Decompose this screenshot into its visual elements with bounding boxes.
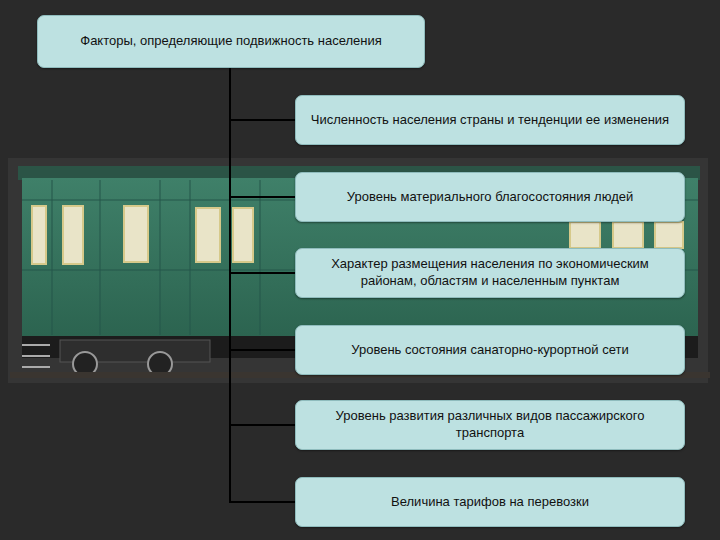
factor-box: Уровень материального благосостояния люд…	[295, 172, 685, 222]
tree-connector	[230, 68, 295, 273]
box-text: Уровень развития различных видов пассажи…	[304, 408, 676, 442]
factor-box: Величина тарифов на перевозки	[295, 477, 685, 527]
box-text: Факторы, определяющие подвижность населе…	[80, 33, 381, 50]
tree-connector	[230, 68, 295, 502]
box-text: Численность населения страны и тенденции…	[311, 112, 669, 129]
factor-box: Уровень состояния санаторно-курортной се…	[295, 325, 685, 375]
tree-connector	[230, 68, 295, 425]
root-box: Факторы, определяющие подвижность населе…	[37, 15, 425, 68]
tree-connector	[230, 68, 295, 350]
box-text: Уровень материального благосостояния люд…	[347, 189, 633, 206]
box-text: Величина тарифов на перевозки	[391, 494, 589, 511]
factor-box: Численность населения страны и тенденции…	[295, 95, 685, 145]
box-text: Уровень состояния санаторно-курортной се…	[351, 342, 628, 359]
tree-connector	[230, 68, 295, 120]
box-text: Характер размещения населения по экономи…	[304, 256, 676, 290]
factor-box: Характер размещения населения по экономи…	[295, 248, 685, 298]
tree-connector	[230, 68, 295, 197]
factor-box: Уровень развития различных видов пассажи…	[295, 400, 685, 450]
